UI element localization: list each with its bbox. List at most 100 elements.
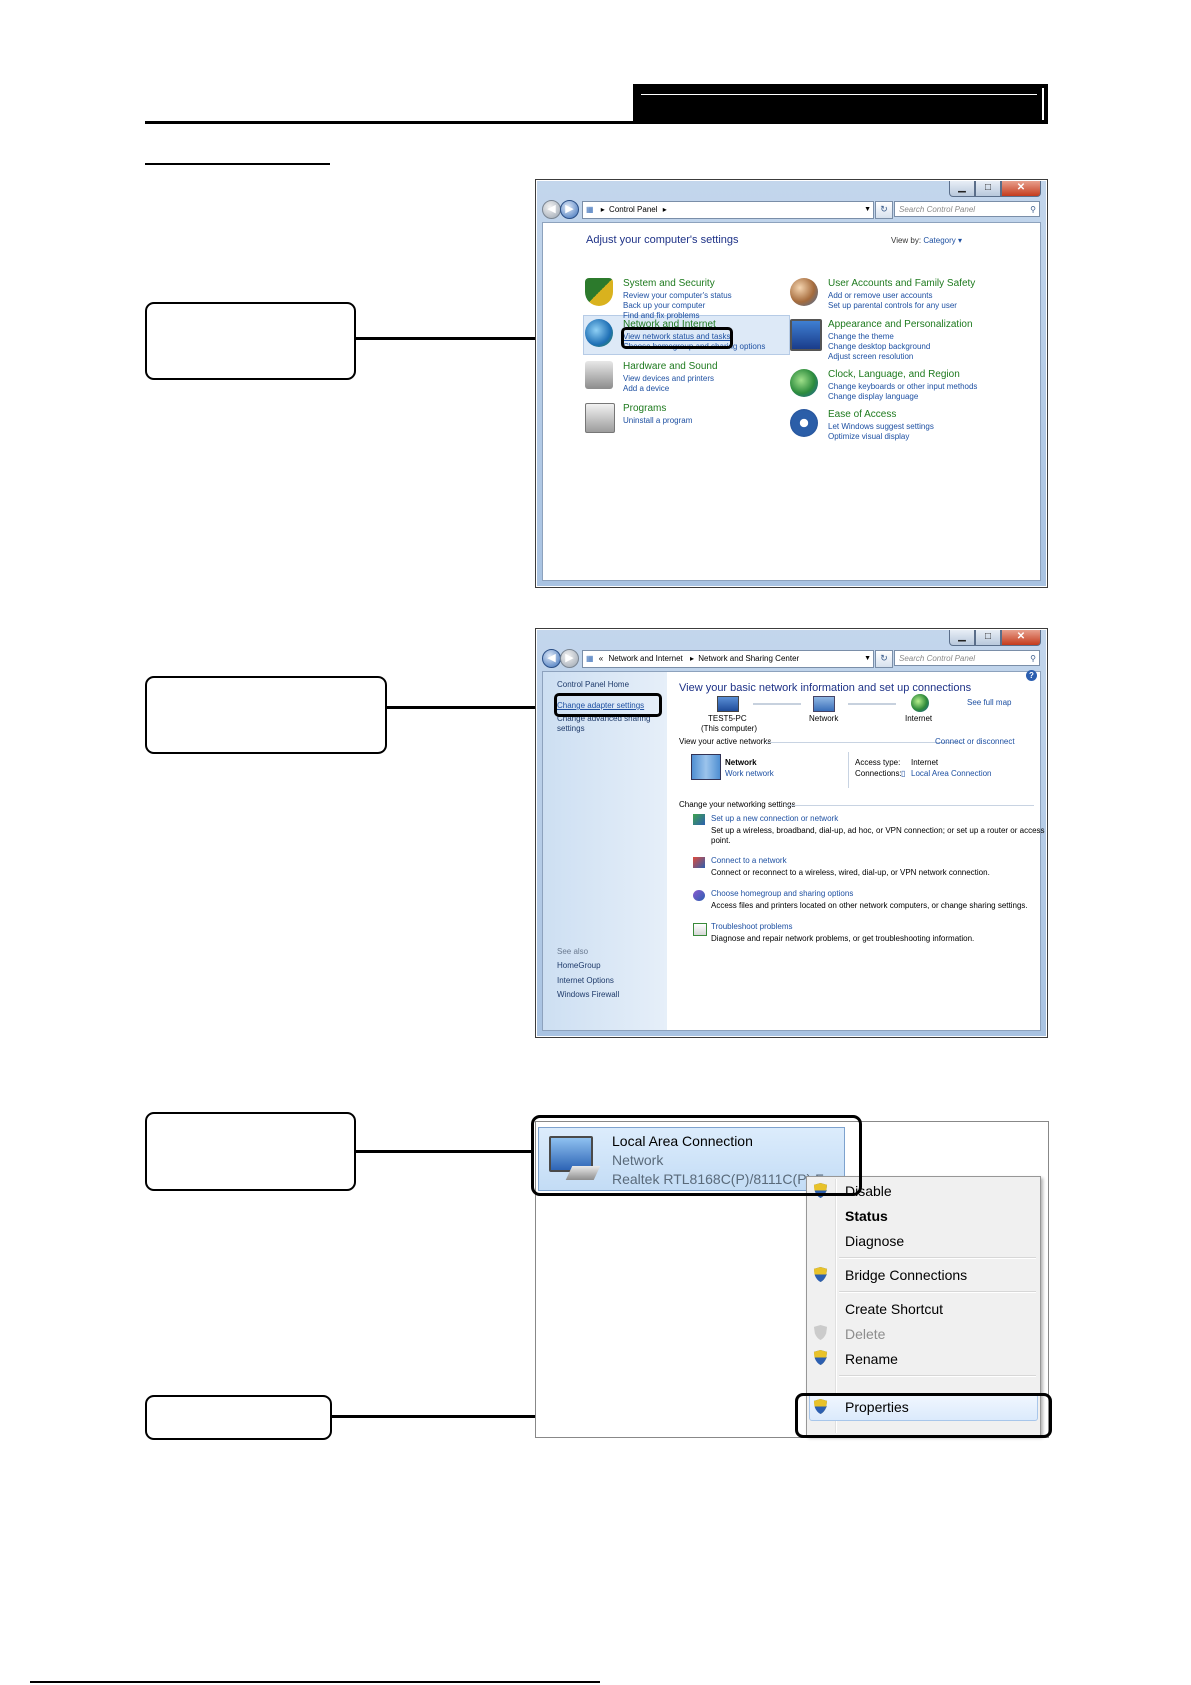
category-link[interactable]: Back up your computer xyxy=(623,301,706,310)
address-crumb[interactable]: Control Panel xyxy=(609,205,658,214)
search-input[interactable]: Search Control Panel ⚲ xyxy=(894,201,1040,217)
refresh-button[interactable]: ↻ xyxy=(875,650,893,668)
caption-buttons: ▁ □ ✕ xyxy=(949,181,1041,197)
category-link[interactable]: Add or remove user accounts xyxy=(828,291,933,300)
connect-disconnect-link[interactable]: Connect or disconnect xyxy=(935,737,1015,746)
category-link[interactable]: Adjust screen resolution xyxy=(828,352,914,361)
local-area-connection-tile[interactable]: Local Area Connection Network Realtek RT… xyxy=(538,1127,845,1191)
sidebar-change-advanced-sharing[interactable]: Change advanced sharing settings xyxy=(557,714,651,733)
page-title: View your basic network information and … xyxy=(679,682,972,694)
search-icon[interactable]: ⚲ xyxy=(1030,654,1036,663)
shield-icon xyxy=(585,278,613,306)
network-icon xyxy=(813,696,835,712)
category-heading[interactable]: Ease of Access xyxy=(828,409,897,420)
sidebar: Control Panel Home Change adapter settin… xyxy=(543,672,667,1030)
menu-item-diagnose[interactable]: Diagnose xyxy=(845,1233,905,1249)
sidebar-internet-options[interactable]: Internet Options xyxy=(557,976,614,985)
close-button[interactable]: ✕ xyxy=(1001,181,1041,197)
category-link[interactable]: View devices and printers xyxy=(623,374,715,383)
task-connect-network-link[interactable]: Connect to a network xyxy=(711,856,787,865)
category-link[interactable]: Review your computer's status xyxy=(623,291,732,300)
search-input[interactable]: Search Control Panel ⚲ xyxy=(894,650,1040,666)
category-heading[interactable]: Hardware and Sound xyxy=(623,361,718,372)
control-panel-icon: ▦ xyxy=(586,205,594,214)
sidebar-change-adapter-settings[interactable]: Change adapter settings xyxy=(557,701,645,710)
task-homegroup-link[interactable]: Choose homegroup and sharing options xyxy=(711,889,854,898)
new-connection-icon xyxy=(693,814,705,825)
address-crumb[interactable]: Network and Sharing Center xyxy=(698,654,800,663)
category-heading[interactable]: Programs xyxy=(623,403,667,414)
back-button[interactable]: ◀ xyxy=(542,649,561,668)
category-link[interactable]: Uninstall a program xyxy=(623,416,693,425)
address-chevron-icon: ▸ xyxy=(689,654,694,663)
section-underline xyxy=(145,163,330,165)
sidebar-homegroup[interactable]: HomeGroup xyxy=(557,961,601,970)
minimize-button[interactable]: ▁ xyxy=(949,630,975,646)
task-troubleshoot-link[interactable]: Troubleshoot problems xyxy=(711,922,793,931)
back-button[interactable]: ◀ xyxy=(542,200,561,219)
menu-item-create-shortcut[interactable]: Create Shortcut xyxy=(845,1301,944,1317)
dropdown-arrow-icon[interactable]: ▼ xyxy=(864,206,871,213)
map-pc-sub-label: (This computer) xyxy=(701,724,758,733)
view-by[interactable]: View by: Category ▾ xyxy=(891,236,962,245)
category-heading[interactable]: Clock, Language, and Region xyxy=(828,369,960,380)
category-link[interactable]: Change the theme xyxy=(828,332,894,341)
category-link[interactable]: Let Windows suggest settings xyxy=(828,422,934,431)
task-description: Set up a wireless, broadband, dial-up, a… xyxy=(711,826,1045,835)
network-sharing-center-window: ▁ □ ✕ ◀ ▶ ▦ « Network and Internet ▸ Net… xyxy=(535,628,1048,1038)
address-bar[interactable]: ▦ « Network and Internet ▸ Network and S… xyxy=(582,650,874,668)
task-description: Diagnose and repair network problems, or… xyxy=(711,934,975,943)
address-bar[interactable]: ▦ ▸ Control Panel ▸ ▼ xyxy=(582,201,874,219)
help-icon[interactable]: ? xyxy=(1026,670,1037,681)
category-heading[interactable]: System and Security xyxy=(623,278,715,289)
task-description: Access files and printers located on oth… xyxy=(711,901,1028,910)
close-button[interactable]: ✕ xyxy=(1001,630,1041,646)
network-buildings-icon xyxy=(691,754,721,780)
forward-button[interactable]: ▶ xyxy=(560,200,579,219)
sidebar-control-panel-home[interactable]: Control Panel Home xyxy=(557,680,630,689)
local-area-connection-link[interactable]: Local Area Connection xyxy=(911,769,992,778)
address-crumb[interactable]: Network and Internet xyxy=(608,654,683,663)
category-link[interactable]: Optimize visual display xyxy=(828,432,910,441)
sidebar-windows-firewall[interactable]: Windows Firewall xyxy=(557,990,620,999)
menu-item-properties[interactable]: Properties xyxy=(845,1399,909,1415)
maximize-button[interactable]: □ xyxy=(975,630,1001,646)
dropdown-arrow-icon[interactable]: ▼ xyxy=(864,655,871,662)
network-center-content: Control Panel Home Change adapter settin… xyxy=(542,670,1045,1031)
map-pc-label: TEST5-PC xyxy=(708,714,747,723)
address-overflow[interactable]: « xyxy=(598,654,604,663)
connection-adapter-icon: ▯ xyxy=(901,769,906,778)
category-link[interactable]: Change keyboards or other input methods xyxy=(828,382,978,391)
view-by-dropdown[interactable]: Category ▾ xyxy=(923,236,963,245)
callout-box-2 xyxy=(145,676,387,754)
search-icon[interactable]: ⚲ xyxy=(1030,205,1036,214)
section-rule xyxy=(785,805,1034,806)
active-networks-header: View your active networks xyxy=(679,737,772,746)
forward-button[interactable]: ▶ xyxy=(560,649,579,668)
category-link[interactable]: Change desktop background xyxy=(828,342,931,351)
footer-rule xyxy=(30,1681,600,1683)
category-link[interactable]: Set up parental controls for any user xyxy=(828,301,957,310)
maximize-button[interactable]: □ xyxy=(975,181,1001,197)
category-link[interactable]: Find and fix problems xyxy=(623,311,700,320)
task-description: Connect or reconnect to a wireless, wire… xyxy=(711,868,990,877)
sidebar-see-also: See also xyxy=(557,947,589,956)
category-heading[interactable]: Network and Internet xyxy=(623,319,716,330)
see-full-map-link[interactable]: See full map xyxy=(967,698,1012,707)
active-network-type-link[interactable]: Work network xyxy=(725,769,774,778)
highlight-box-properties xyxy=(795,1393,1052,1438)
refresh-button[interactable]: ↻ xyxy=(875,201,893,219)
menu-item-rename[interactable]: Rename xyxy=(845,1351,898,1367)
uac-shield-icon xyxy=(813,1350,828,1365)
menu-item-status[interactable]: Status xyxy=(845,1208,888,1224)
network-folder-icon: ▦ xyxy=(586,654,594,663)
category-link[interactable]: Add a device xyxy=(623,384,670,393)
view-network-status-link[interactable]: View network status and tasks xyxy=(623,332,731,341)
category-heading[interactable]: Appearance and Personalization xyxy=(828,319,973,330)
category-heading[interactable]: User Accounts and Family Safety xyxy=(828,278,976,289)
task-setup-connection-link[interactable]: Set up a new connection or network xyxy=(711,814,839,823)
connector-line-3 xyxy=(354,1150,532,1153)
category-link[interactable]: Change display language xyxy=(828,392,919,401)
minimize-button[interactable]: ▁ xyxy=(949,181,975,197)
menu-item-bridge-connections[interactable]: Bridge Connections xyxy=(845,1267,968,1283)
